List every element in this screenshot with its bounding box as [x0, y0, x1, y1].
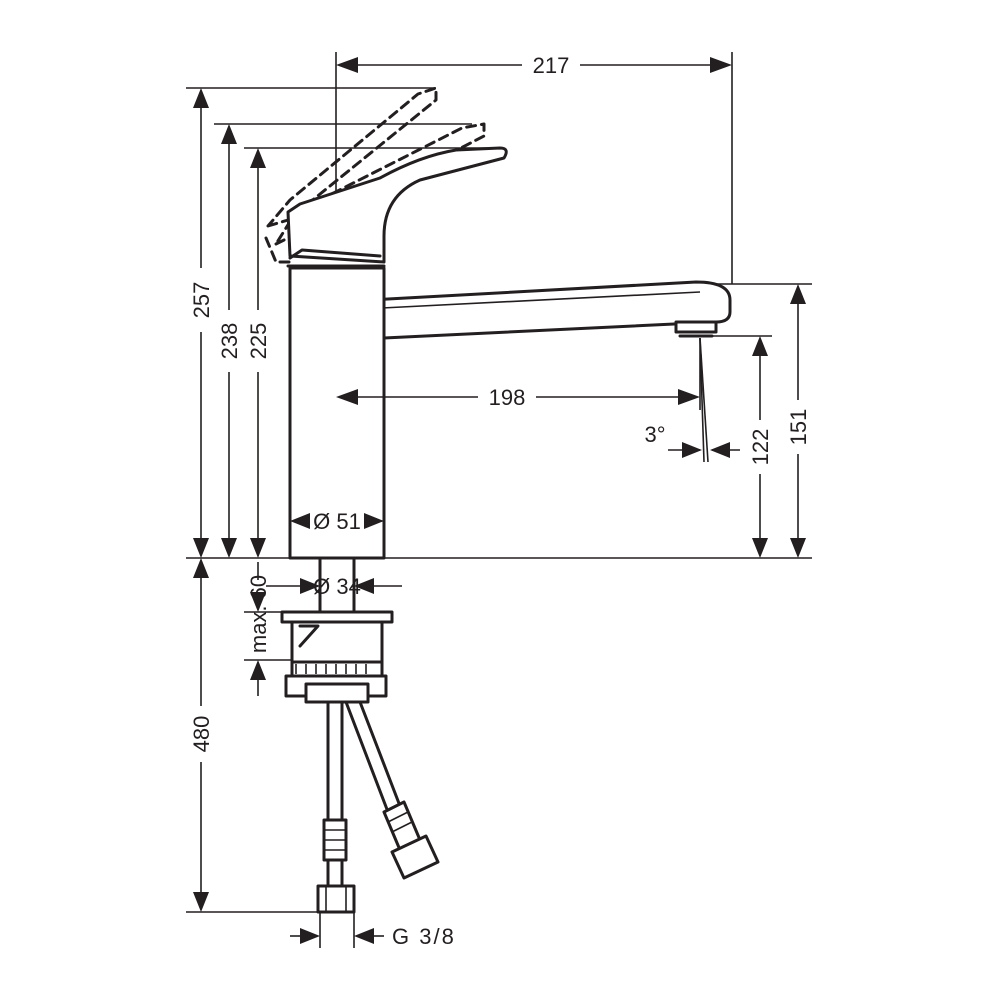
label-diameter-34: Ø 34 — [313, 574, 361, 599]
faucet-outline — [264, 86, 732, 914]
label-217: 217 — [533, 53, 570, 78]
label-238: 238 — [217, 323, 242, 360]
label-122: 122 — [748, 429, 773, 466]
label-257: 257 — [189, 282, 214, 319]
hose-connector-straight — [316, 884, 356, 914]
extension-lines — [186, 52, 812, 948]
dimension-labels: 217 257 238 225 198 151 122 3° Ø 51 Ø 34… — [189, 53, 811, 949]
dimension-lines — [193, 57, 806, 944]
label-max-60: max. 60 — [246, 575, 271, 653]
supply-hose-straight — [326, 700, 344, 822]
shank — [318, 556, 356, 618]
label-480: 480 — [189, 716, 214, 753]
label-diameter-51: Ø 51 — [313, 509, 361, 534]
label-g-3-8: G 3/8 — [392, 924, 456, 949]
faucet-body — [288, 266, 386, 560]
label-3-degrees: 3° — [644, 422, 665, 447]
handle — [286, 146, 508, 264]
label-225: 225 — [246, 323, 271, 360]
supply-hose-angled — [344, 700, 402, 814]
label-151: 151 — [786, 409, 811, 446]
hose-connector-angled — [390, 834, 440, 880]
aerator — [674, 320, 718, 334]
label-198: 198 — [489, 385, 526, 410]
